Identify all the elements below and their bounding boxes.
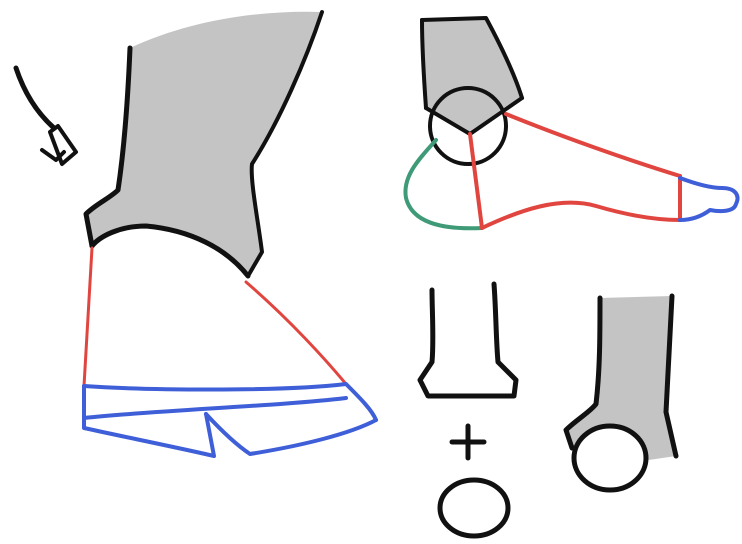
sole-blue-outline	[84, 384, 376, 456]
plus-symbol	[452, 426, 484, 458]
side-foot-view	[405, 18, 737, 228]
circle-shape	[440, 480, 508, 536]
front-foot-view	[84, 12, 376, 456]
toes-blue-outline	[680, 178, 737, 220]
curved-arrow-icon	[16, 68, 76, 164]
ankle-ball-view	[566, 296, 676, 490]
ankle-ball	[574, 426, 646, 490]
leg-plus-circle-construction	[420, 284, 516, 536]
